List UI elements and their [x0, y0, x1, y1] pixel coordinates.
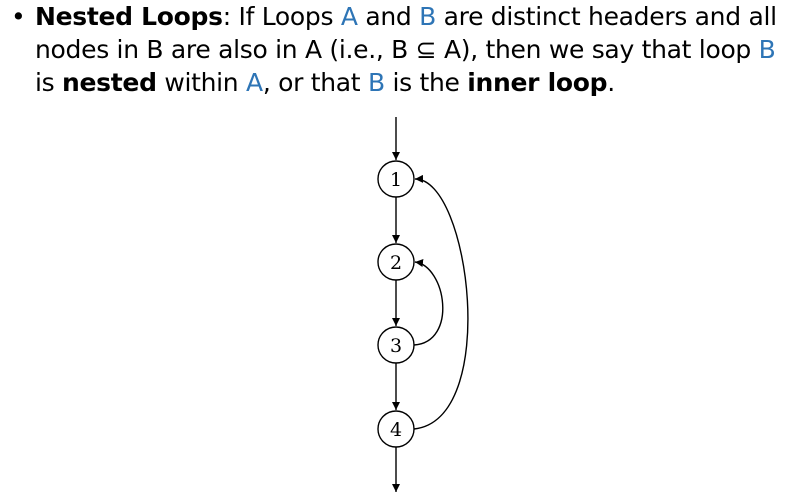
- loop-b-label: B: [367, 68, 385, 97]
- cfg-node: 1: [377, 160, 415, 198]
- text-segment: within: [156, 68, 246, 97]
- text-segment: : If Loops: [222, 2, 341, 31]
- loop-a-label: A: [246, 68, 263, 97]
- text-segment: .: [607, 68, 615, 97]
- term-inner-loop: inner loop: [467, 68, 608, 97]
- text-segment: and: [357, 2, 420, 31]
- bullet-text: • Nested Loops: If Loops A and B are dist…: [4, 0, 789, 99]
- bullet-line-2: nodes in B are also in A (i.e., B ⊆ A), …: [4, 33, 789, 66]
- term-nested-loops: Nested Loops: [35, 2, 223, 31]
- term-nested: nested: [62, 68, 157, 97]
- back-edge-3-2: [413, 259, 444, 346]
- node-label: 1: [390, 169, 402, 191]
- loop-b-label: B: [758, 35, 776, 64]
- node-label: 4: [390, 419, 402, 441]
- loop-a-label: A: [340, 2, 358, 31]
- cfg-node: 4: [377, 410, 415, 448]
- text-segment: is the: [384, 68, 468, 97]
- text-segment: is: [35, 68, 63, 97]
- bullet-line-1: • Nested Loops: If Loops A and B are dist…: [4, 0, 789, 33]
- cfg-node: 3: [377, 326, 415, 364]
- bullet-marker: •: [11, 2, 26, 31]
- back-edge-4-1: [413, 174, 469, 430]
- node-label: 3: [390, 335, 402, 357]
- node-label: 2: [390, 252, 402, 274]
- text-segment: nodes in B are also in A (i.e., B ⊆ A), …: [35, 35, 759, 64]
- loop-b-label: B: [419, 2, 436, 31]
- bullet-line-3: is nested within A, or that B is the inn…: [4, 66, 789, 99]
- cfg-node: 2: [377, 243, 415, 281]
- text-segment: are distinct headers and all: [435, 2, 777, 31]
- text-segment: , or that: [262, 68, 368, 97]
